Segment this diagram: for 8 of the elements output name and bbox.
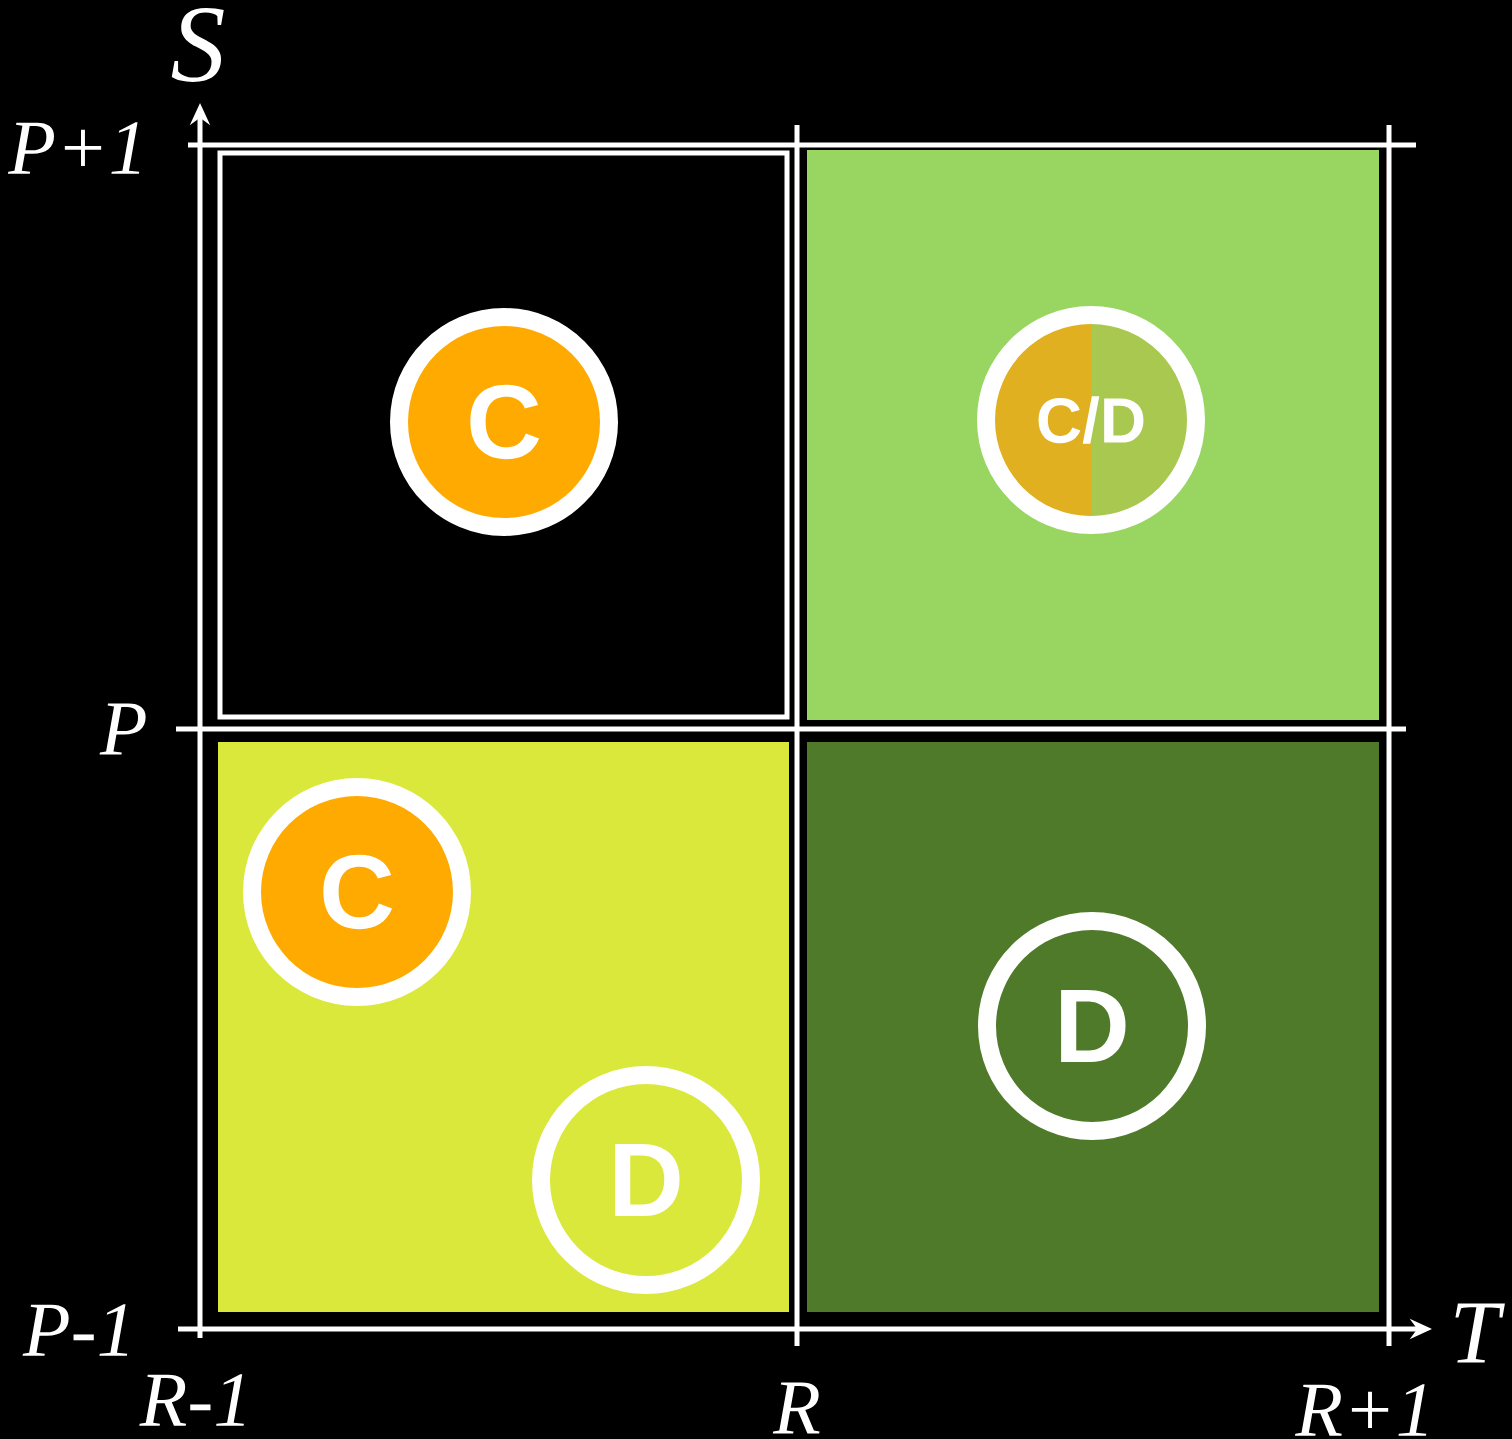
tick-label: R+1 (1294, 1384, 1427, 1436)
tick-label: P-1 (22, 1304, 128, 1356)
tick-label: P+1 (7, 122, 140, 174)
tick-label: R-1 (139, 1374, 244, 1426)
tick-label: P (99, 703, 146, 755)
tick-label: R (772, 1382, 820, 1434)
axis-label: T (1455, 1303, 1505, 1363)
axis-label: S (171, 8, 224, 82)
